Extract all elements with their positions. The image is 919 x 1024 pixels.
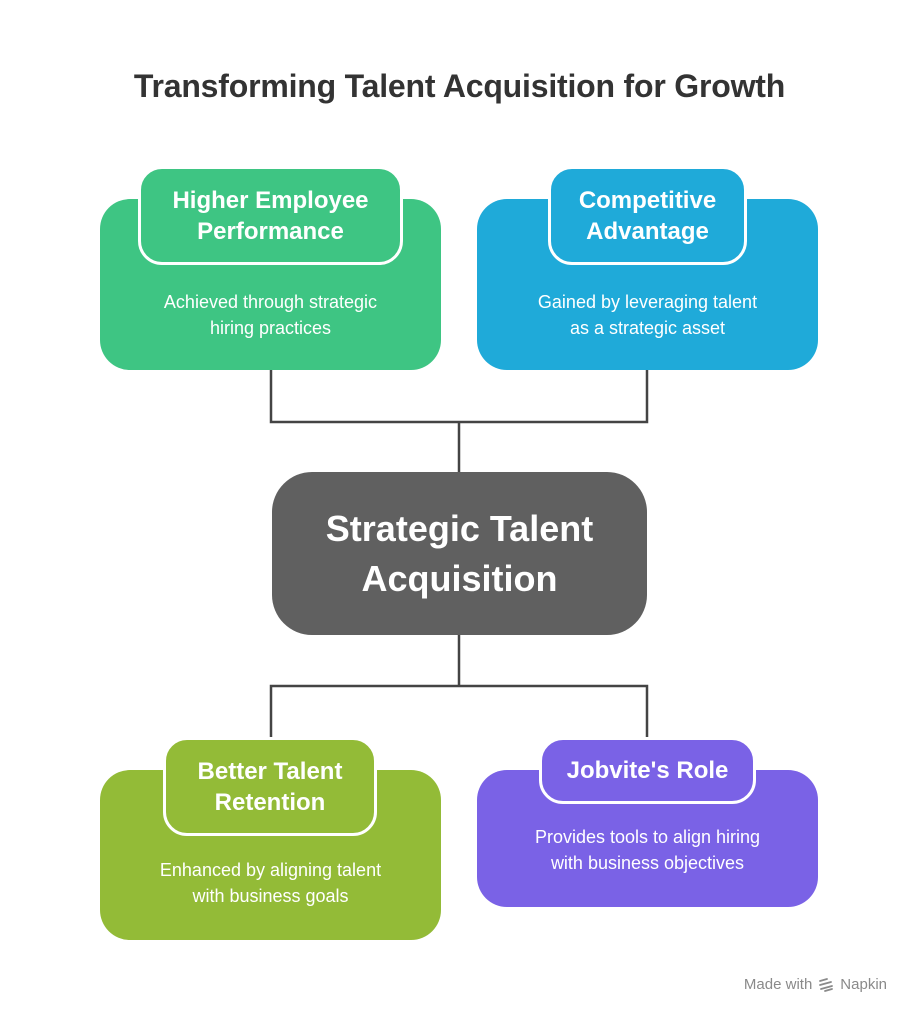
central-node-strategic-talent-acquisition: Strategic Talent Acquisition bbox=[272, 472, 647, 635]
made-with-label: Made with bbox=[743, 976, 813, 993]
card-description: Achieved through strategic hiring practi… bbox=[163, 292, 378, 338]
card-heading-competitive-advantage: Competitive Advantage bbox=[548, 166, 747, 265]
napkin-brand-label: Napkin bbox=[840, 976, 887, 993]
diagram-title: Transforming Talent Acquisition for Grow… bbox=[133, 68, 786, 104]
card-description: Gained by leveraging talent as a strateg… bbox=[537, 292, 758, 338]
made-with-napkin-badge: Made with Napkin bbox=[744, 976, 887, 993]
card-heading-jobvites-role: Jobvite's Role bbox=[539, 737, 756, 804]
card-heading-better-talent-retention: Better Talent Retention bbox=[163, 737, 377, 836]
connector-bottom bbox=[269, 635, 649, 771]
connector-top bbox=[269, 370, 649, 472]
napkin-logo-icon bbox=[818, 977, 834, 993]
card-description: Provides tools to align hiring with busi… bbox=[534, 827, 761, 873]
card-description: Enhanced by aligning talent with busines… bbox=[159, 860, 382, 906]
card-heading-higher-employee-performance: Higher Employee Performance bbox=[138, 166, 403, 265]
